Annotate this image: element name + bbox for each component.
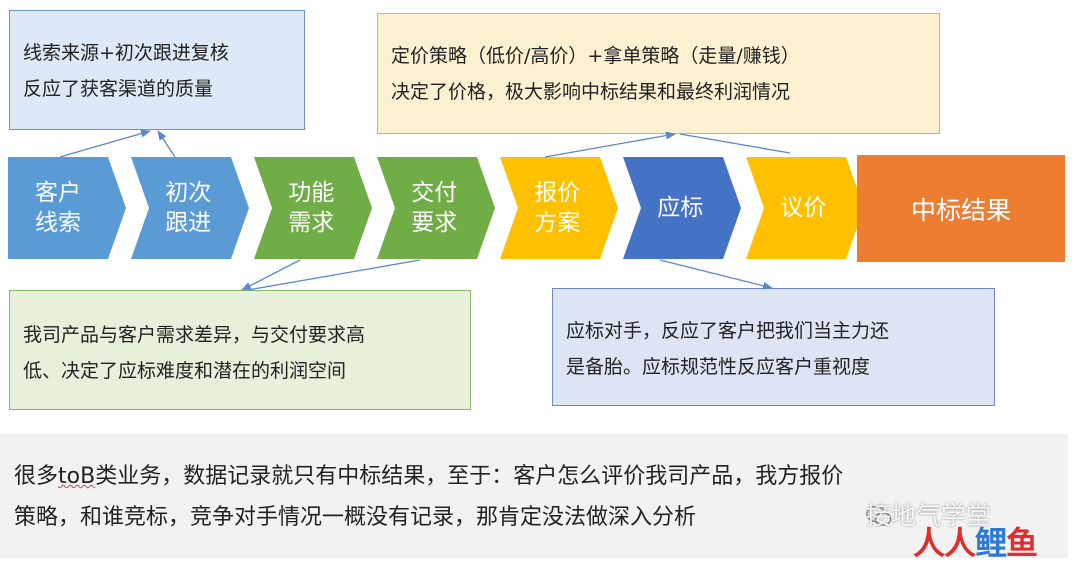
stage-label: 报价 方案 xyxy=(534,180,581,236)
stage-label: 交付 要求 xyxy=(411,180,458,236)
note-line: 应标对手，反应了客户把我们当主力还 xyxy=(566,320,890,342)
connector-arrow xyxy=(659,259,773,290)
note-requirement-gap: 我司产品与客户需求差异，与交付要求高 低、决定了应标难度和潜在的利润空间 xyxy=(9,290,471,410)
note-line: 定价策略（低价/高价）+拿单策略（走量/赚钱） xyxy=(391,45,800,67)
watermark-text: 接地气学堂 xyxy=(866,501,992,530)
final-stage-bid-result: 中标结果 xyxy=(857,155,1065,262)
note-competitors: 应标对手，反应了客户把我们当主力还 是备胎。应标规范性反应客户重视度 xyxy=(552,288,995,406)
summary-text: 很多toB类业务，数据记录就只有中标结果，至于：客户怎么评价我司产品，我方报价 … xyxy=(0,434,1068,558)
note-line: 线索来源+初次跟进复核 xyxy=(23,42,229,64)
stage-label: 初次 跟进 xyxy=(165,180,212,236)
connector-arrow xyxy=(679,133,791,154)
note-lead-quality: 线索来源+初次跟进复核 反应了获客渠道的质量 xyxy=(9,10,305,130)
final-stage-label: 中标结果 xyxy=(910,195,1011,225)
watermark-logo: 人人鲤鱼 xyxy=(913,524,1038,562)
connector-arrow xyxy=(59,129,151,158)
summary-line-1: 很多toB类业务，数据记录就只有中标结果，至于：客户怎么评价我司产品，我方报价 xyxy=(14,464,844,489)
note-line: 反应了获客渠道的质量 xyxy=(23,78,214,100)
wechat-icon xyxy=(866,505,892,526)
note-pricing-strategy: 定价策略（低价/高价）+拿单策略（走量/赚钱） 决定了价格，极大影响中标结果和最… xyxy=(377,13,940,134)
note-line: 是备胎。应标规范性反应客户重视度 xyxy=(566,356,871,378)
connector-arrow xyxy=(544,131,676,158)
stage-label: 客户 线索 xyxy=(35,180,81,236)
note-line: 低、决定了应标难度和潜在的利润空间 xyxy=(23,360,347,382)
note-line: 我司产品与客户需求差异，与交付要求高 xyxy=(23,324,366,346)
connector-arrow xyxy=(247,259,421,291)
stage-label: 议价 xyxy=(780,195,827,221)
stage-label: 应标 xyxy=(657,195,704,221)
note-line: 决定了价格，极大影响中标结果和最终利润情况 xyxy=(391,81,791,103)
stage-label: 功能 需求 xyxy=(288,180,335,236)
summary-underlined-term: toB xyxy=(58,464,96,489)
connector-arrow xyxy=(157,130,176,158)
summary-line-2: 策略，和谁竞标，竞争对手情况一概没有记录，那肯定没法做深入分析 xyxy=(14,505,697,530)
connector-arrow xyxy=(241,259,301,291)
